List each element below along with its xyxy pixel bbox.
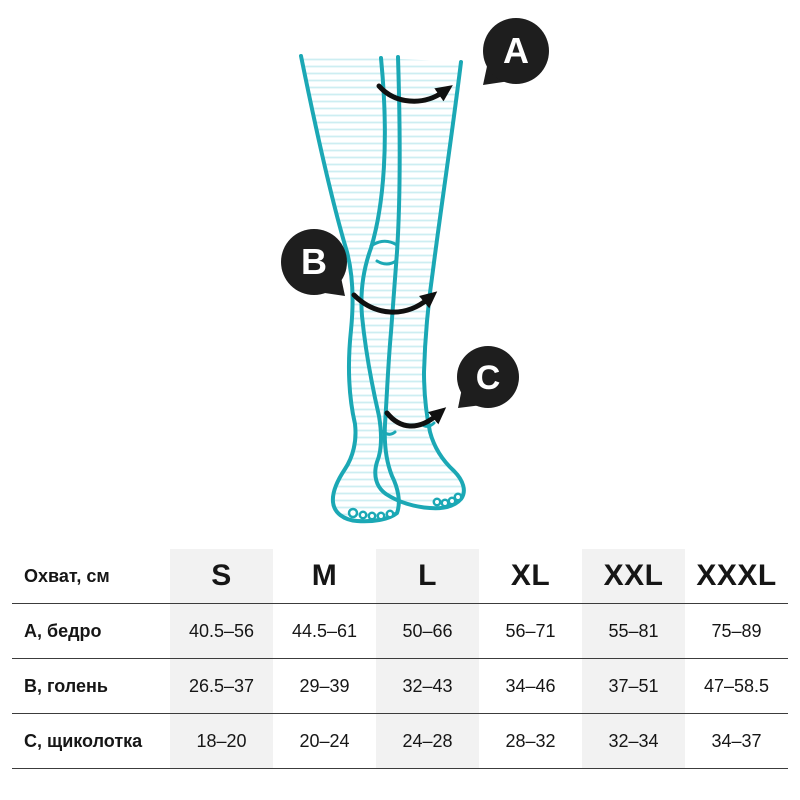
point-labels: A B C [281,18,549,408]
size-table-header-row: Охват, см S M L XL XXL XXXL [12,549,788,604]
ankle-value-m: 20–24 [273,713,376,769]
label-c-letter: C [476,359,501,397]
table-row-calf: B, голень 26.5–37 29–39 32–43 34–46 37–5… [12,658,788,714]
row-label-thigh: A, бедро [12,603,170,659]
row-label-ankle: C, щиколотка [12,713,170,769]
toes-left-foot [347,507,395,521]
ankle-value-xxl: 32–34 [582,713,685,769]
ankle-value-s: 18–20 [170,713,273,769]
calf-value-xl: 34–46 [479,658,582,714]
label-a-circle [483,18,549,84]
size-header-xl: XL [479,549,582,604]
toes-right-foot [432,492,463,508]
label-a-bubble: A [483,18,549,85]
size-header-m: M [273,549,376,604]
label-c-bubble: C [457,346,519,408]
calf-value-s: 26.5–37 [170,658,273,714]
size-header-s: S [170,549,273,604]
front-leg-outline [359,56,466,511]
ankle-value-xl: 28–32 [479,713,582,769]
size-header-xxl: XXL [582,549,685,604]
thigh-value-s: 40.5–56 [170,603,273,659]
label-b-circle [281,229,347,295]
thigh-value-xl: 56–71 [479,603,582,659]
table-corner-label: Охват, см [12,549,170,604]
ankle-detail-left [380,429,397,436]
thigh-value-xxl: 55–81 [582,603,685,659]
size-table: Охват, см S M L XL XXL XXXL A, бедро 40.… [12,549,788,769]
legs-illustration-wrap: A B C [281,18,549,524]
knee-detail-line [369,239,399,248]
legs-illustration: A B C [281,18,549,524]
row-label-calf: B, голень [12,658,170,714]
thigh-measure-arrow [376,83,453,104]
calf-value-xxxl: 47–58.5 [685,658,788,714]
measurement-arrows [351,83,453,429]
knee-crease-line [375,259,398,266]
label-b-bubble: B [281,229,347,296]
size-header-xxxl: XXXL [685,549,788,604]
label-c-circle [457,346,519,408]
thigh-value-l: 50–66 [376,603,479,659]
label-b-letter: B [301,241,327,282]
calf-value-xxl: 37–51 [582,658,685,714]
size-header-l: L [376,549,479,604]
calf-value-l: 32–43 [376,658,479,714]
calf-value-m: 29–39 [273,658,376,714]
label-a-letter: A [503,30,529,71]
table-row-ankle: C, щиколотка 18–20 20–24 24–28 28–32 32–… [12,713,788,769]
ankle-value-xxxl: 34–37 [685,713,788,769]
calf-measure-arrow [351,291,438,315]
table-row-thigh: A, бедро 40.5–56 44.5–61 50–66 56–71 55–… [12,603,788,659]
ankle-value-l: 24–28 [376,713,479,769]
thigh-value-xxxl: 75–89 [685,603,788,659]
thigh-value-m: 44.5–61 [273,603,376,659]
ankle-measure-arrow [384,407,447,429]
